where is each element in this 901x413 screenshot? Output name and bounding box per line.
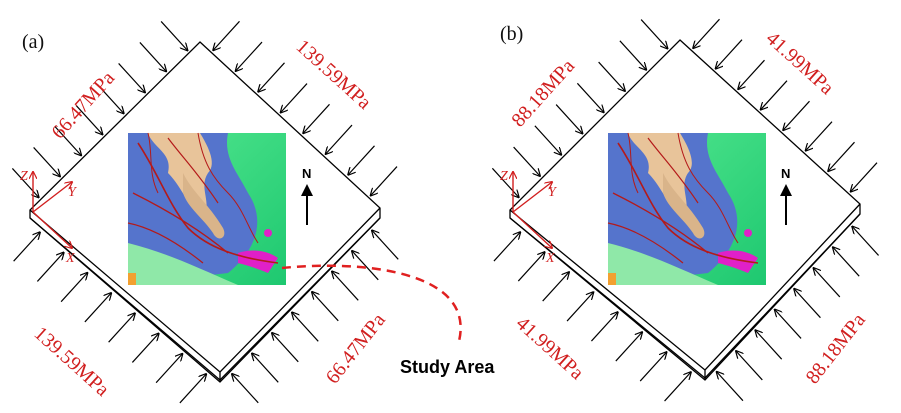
north-arrow: N [780, 166, 792, 225]
stress-label-top-right: 139.59MPa [292, 35, 376, 114]
compression-arrows [491, 18, 880, 402]
compression-arrow [108, 313, 135, 343]
compression-arrow [716, 39, 743, 69]
compression-arrow [755, 330, 783, 360]
stress-label-top-left: 88.18MPa [507, 55, 579, 131]
compression-arrow [775, 310, 802, 339]
compression-arrow [555, 104, 582, 134]
compression-arrow [292, 312, 319, 342]
compression-arrow [60, 273, 87, 303]
compression-arrow [303, 103, 330, 133]
study-area-map [607, 132, 766, 285]
compression-arrow [736, 351, 763, 381]
axis-x-label: X [545, 251, 555, 266]
compression-arrow [640, 19, 667, 49]
panel-a: (a) 66.47MPa 139.59MPa 139.59MPa 66.47MP… [11, 20, 495, 404]
compression-arrow [33, 147, 60, 176]
compression-arrow [11, 168, 38, 197]
compression-arrow [312, 292, 339, 322]
compression-arrow [139, 42, 166, 71]
compression-arrow [348, 145, 375, 175]
compression-arrow [783, 100, 810, 130]
compression-arrow [155, 354, 182, 384]
compression-arrow [236, 41, 263, 71]
compression-arrow [352, 251, 379, 281]
compression-arrow [833, 247, 860, 277]
compression-arrow [213, 20, 240, 50]
compression-arrow [598, 61, 625, 91]
compression-arrow [493, 232, 520, 262]
axis-y-label: Y [548, 185, 558, 200]
compression-arrows [11, 20, 399, 404]
axis-z-label: Z [20, 169, 28, 184]
compression-arrow [534, 125, 561, 155]
panel-label: (b) [500, 23, 523, 45]
compression-arrow [179, 374, 206, 404]
compression-arrow [232, 374, 259, 404]
panel-label: (a) [22, 31, 44, 53]
axis-z-label: Z [500, 169, 508, 184]
compression-arrow [84, 293, 111, 323]
compression-arrow [619, 40, 646, 70]
stress-label-top-right: 41.99MPa [762, 27, 838, 99]
compression-arrow [851, 162, 878, 192]
stress-label-bottom-right: 66.47MPa [322, 309, 390, 388]
compression-arrow [852, 227, 880, 256]
axis-y-label: Y [68, 185, 78, 200]
compression-arrow [371, 166, 398, 196]
compression-arrow [372, 230, 399, 260]
stress-label-bottom-right: 88.18MPa [802, 309, 870, 388]
compression-arrow [542, 272, 569, 302]
panel-b: (b) 88.18MPa 41.99MPa 41.99MPa 88.18MPa … [491, 18, 880, 402]
compression-arrow [814, 268, 841, 298]
compression-arrow [717, 372, 744, 402]
compression-arrow [615, 332, 642, 362]
compression-arrow [96, 84, 123, 113]
compression-arrow [131, 334, 158, 363]
coordinate-axes: Z Y X [500, 169, 558, 266]
compression-arrow [566, 292, 593, 322]
compression-arrow [36, 253, 63, 282]
compression-arrow [281, 83, 308, 113]
study-area-leader [281, 264, 462, 346]
compression-arrow [576, 82, 603, 112]
compression-arrow [828, 141, 855, 171]
stress-label-bottom-left: 41.99MPa [512, 312, 588, 384]
compression-arrow [639, 352, 666, 382]
compression-arrow [13, 232, 40, 262]
compression-arrow [54, 126, 81, 155]
compression-arrow [160, 21, 187, 50]
stress-label-bottom-left: 139.59MPa [30, 322, 114, 401]
compression-arrow [272, 333, 299, 363]
compression-arrow [118, 63, 145, 92]
compression-arrow [252, 353, 279, 383]
north-arrow: N [301, 166, 313, 225]
compression-arrow [513, 146, 540, 176]
study-area-map [127, 132, 286, 285]
compression-arrow [332, 271, 359, 301]
compression-arrow [806, 121, 833, 151]
compression-arrow [794, 289, 821, 319]
compression-arrow [664, 372, 691, 402]
compression-arrow [693, 18, 720, 48]
compression-arrow [326, 124, 353, 154]
compression-arrow [590, 312, 617, 342]
compression-arrow [738, 59, 765, 89]
compression-arrow [517, 252, 544, 282]
axis-x-label: X [65, 251, 75, 266]
study-area-label: Study Area [400, 357, 495, 377]
compression-arrow [258, 62, 285, 92]
compression-arrow [75, 105, 102, 134]
north-label: N [781, 166, 790, 181]
north-label: N [302, 166, 311, 181]
compression-arrow [491, 167, 518, 197]
coordinate-axes: Z Y X [20, 169, 78, 266]
compression-arrow [761, 80, 788, 110]
